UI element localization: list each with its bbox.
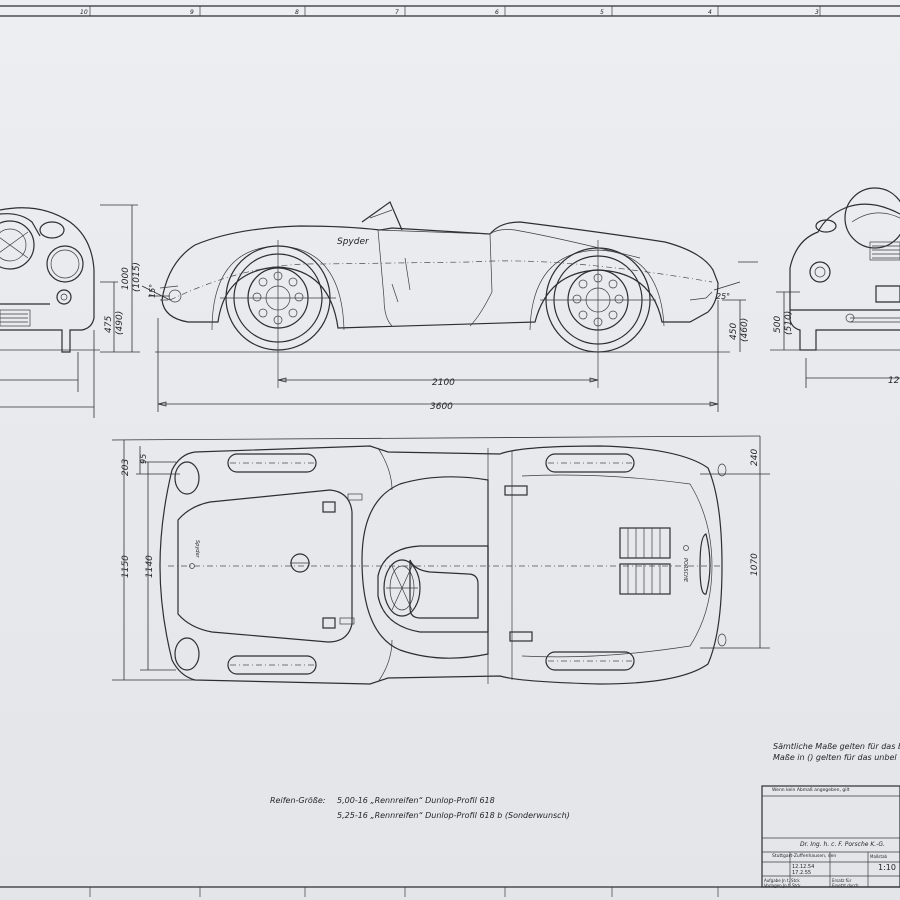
side-view-dimensions: 2100 3600 15° 25° 450 (460) xyxy=(141,261,758,412)
zone-numbers: 10 9 8 7 6 5 4 3 xyxy=(80,9,819,16)
top-view-dimensions: 203 95 1150 1140 240 1070 xyxy=(111,435,770,681)
zone-number: 6 xyxy=(495,9,499,16)
measure-note-line2: Maße in () gelten für das unbel xyxy=(773,753,897,762)
title-block-city: Stuttgart-Zuffenhausen, den xyxy=(772,854,837,859)
tyre-size-line2: 5,25-16 „Rennreifen“ Dunlop-Profil 618 b… xyxy=(337,811,570,820)
front-view xyxy=(0,207,100,353)
front-height-label: 1000 xyxy=(121,267,131,290)
top-front-width-label: 1150 xyxy=(121,555,131,578)
zone-number: 9 xyxy=(190,9,194,16)
top-front-track-label: 1140 xyxy=(145,555,155,578)
front-badge-script: Spyder xyxy=(194,540,200,559)
front-axle-height-alt-label: (490) xyxy=(115,311,125,335)
rear-axle-height-alt-label: (460) xyxy=(740,318,750,342)
front-height-alt-label: (1015) xyxy=(132,262,142,292)
title-block-row2: Vorlagen Jn t. Stck xyxy=(764,883,801,888)
engine-grille-slats xyxy=(627,528,661,594)
top-front-offset-label: 203 xyxy=(121,459,131,476)
zone-number: 3 xyxy=(815,9,819,16)
title-block-scale-label: Maßstab xyxy=(870,854,888,859)
rear-view-height-alt-label: (510) xyxy=(784,311,794,335)
title-block-date1: 12.12.54 xyxy=(792,864,815,870)
rear-view-height-label: 500 xyxy=(773,316,783,333)
title-block-replace2: Ersetzt durch xyxy=(832,883,859,888)
rear-view-dimensions: 500 (510) 12 xyxy=(773,291,900,388)
rear-track-partial-label: 12 xyxy=(888,376,900,386)
top-view: Spyder PORSCHE xyxy=(159,445,727,685)
rear-wheel-slots xyxy=(572,273,624,327)
svg-text:PORSCHE: PORSCHE xyxy=(682,558,688,583)
zone-number: 10 xyxy=(80,9,88,16)
title-block-date2: 17.2.55 xyxy=(792,870,812,876)
zone-number: 5 xyxy=(600,9,604,16)
side-view: Spyder xyxy=(155,201,730,388)
rear-view xyxy=(770,187,900,351)
front-axle-height-label: 475 xyxy=(104,316,114,333)
spyder-script: Spyder xyxy=(337,237,370,247)
wheelbase-label: 2100 xyxy=(432,378,455,388)
zone-number: 8 xyxy=(295,9,299,16)
front-view-dimensions: 1000 (1015) 475 (490) xyxy=(0,204,142,418)
overall-length-label: 3600 xyxy=(430,402,453,412)
title-block-scale: 1:10 xyxy=(878,863,896,872)
rear-axle-height-label: 450 xyxy=(729,323,739,340)
tyre-size-label: Reifen-Größe: xyxy=(270,796,326,805)
top-front-small-label: 95 xyxy=(139,454,148,464)
top-rear-track-label: 1070 xyxy=(750,553,760,576)
title-block-company: Dr. Ing. h. c. F. Porsche K.-G. xyxy=(800,841,885,848)
title-block-row1: Aufgabe Jn t. Stck xyxy=(764,878,800,883)
title-block-frame xyxy=(761,785,900,888)
top-rear-offset-label: 240 xyxy=(750,449,760,466)
zone-number: 7 xyxy=(395,9,399,16)
title-block-replace1: Ersatz für xyxy=(832,878,852,883)
rear-angle-label: 25° xyxy=(716,292,730,301)
sheet-border xyxy=(0,5,900,897)
measure-note-line1: Sämtliche Maße gelten für das b xyxy=(773,742,900,751)
front-angle-label: 15° xyxy=(148,284,157,298)
tyre-size-line1: 5,00-16 „Rennreifen“ Dunlop-Profil 618 xyxy=(337,796,495,805)
zone-number: 4 xyxy=(708,9,712,16)
title-block-header: Wenn kein Abmaß angegeben, gilt xyxy=(772,788,850,793)
